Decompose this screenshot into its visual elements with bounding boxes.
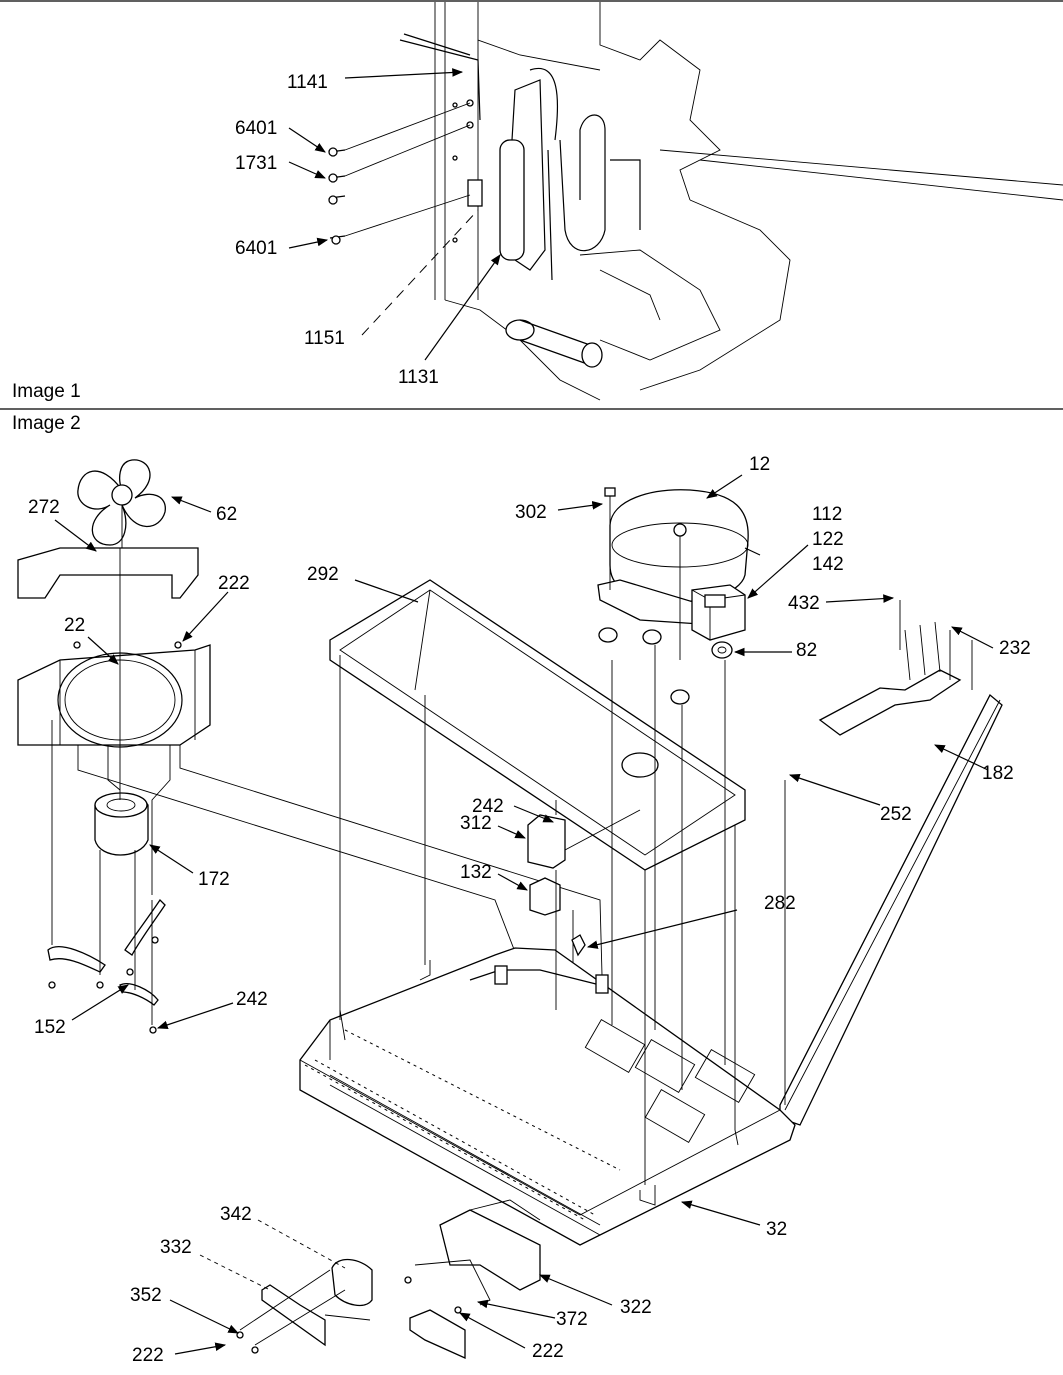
label-1141: 1141 [287,72,328,93]
label-82: 82 [796,640,817,661]
label-62: 62 [216,504,237,525]
label-352: 352 [130,1285,162,1306]
compressor [597,487,761,660]
label-1131: 1131 [398,367,439,388]
label-242-center: 242 [472,796,504,817]
label-1151: 1151 [304,328,345,349]
motor-bracket-right [124,898,166,956]
fan-motor [94,792,149,856]
fan-screws [48,641,182,1034]
image1-artwork [328,2,1063,401]
label-322: 322 [620,1297,652,1318]
label-152: 152 [34,1017,66,1038]
label-252: 252 [880,804,912,825]
machine-compartment-cover [329,579,746,871]
image1-leaders [288,68,501,361]
label-342: 342 [220,1204,252,1225]
label-232: 232 [999,638,1031,659]
label-292: 292 [307,564,339,585]
label-122: 122 [812,529,844,550]
label-182: 182 [982,763,1014,784]
caption-image2: Image 2 [12,413,81,434]
label-1731: 1731 [235,153,277,174]
label-312: 312 [460,813,492,834]
label-6401-top: 6401 [235,118,277,139]
label-222-bottom-left: 222 [132,1345,164,1366]
label-6401-bottom: 6401 [235,238,277,259]
fan-blade [77,459,166,548]
label-282: 282 [764,893,796,914]
label-172: 172 [198,869,230,890]
label-432: 432 [788,593,820,614]
label-112: 112 [812,504,842,525]
image2-leaders [54,474,994,1355]
drain-bracket [779,600,1003,1126]
label-242-left: 242 [236,989,268,1010]
fan-shroud [17,547,199,599]
caption-image1: Image 1 [12,381,81,402]
label-22: 22 [64,615,85,636]
label-32: 32 [766,1219,787,1240]
label-272: 272 [28,497,60,518]
label-332: 332 [160,1237,192,1258]
label-222-top: 222 [218,573,250,594]
label-142: 142 [812,554,844,575]
motor-bracket-left [47,946,106,973]
base-pan [299,947,796,1246]
label-12: 12 [749,454,770,475]
label-222-bottom-right: 222 [532,1341,564,1362]
compressor-grommets [598,627,733,705]
label-132: 132 [460,862,492,883]
label-302: 302 [515,502,547,523]
cover-guide-lines [339,645,736,1185]
label-372: 372 [556,1309,588,1330]
damper-assembly [236,1199,541,1360]
